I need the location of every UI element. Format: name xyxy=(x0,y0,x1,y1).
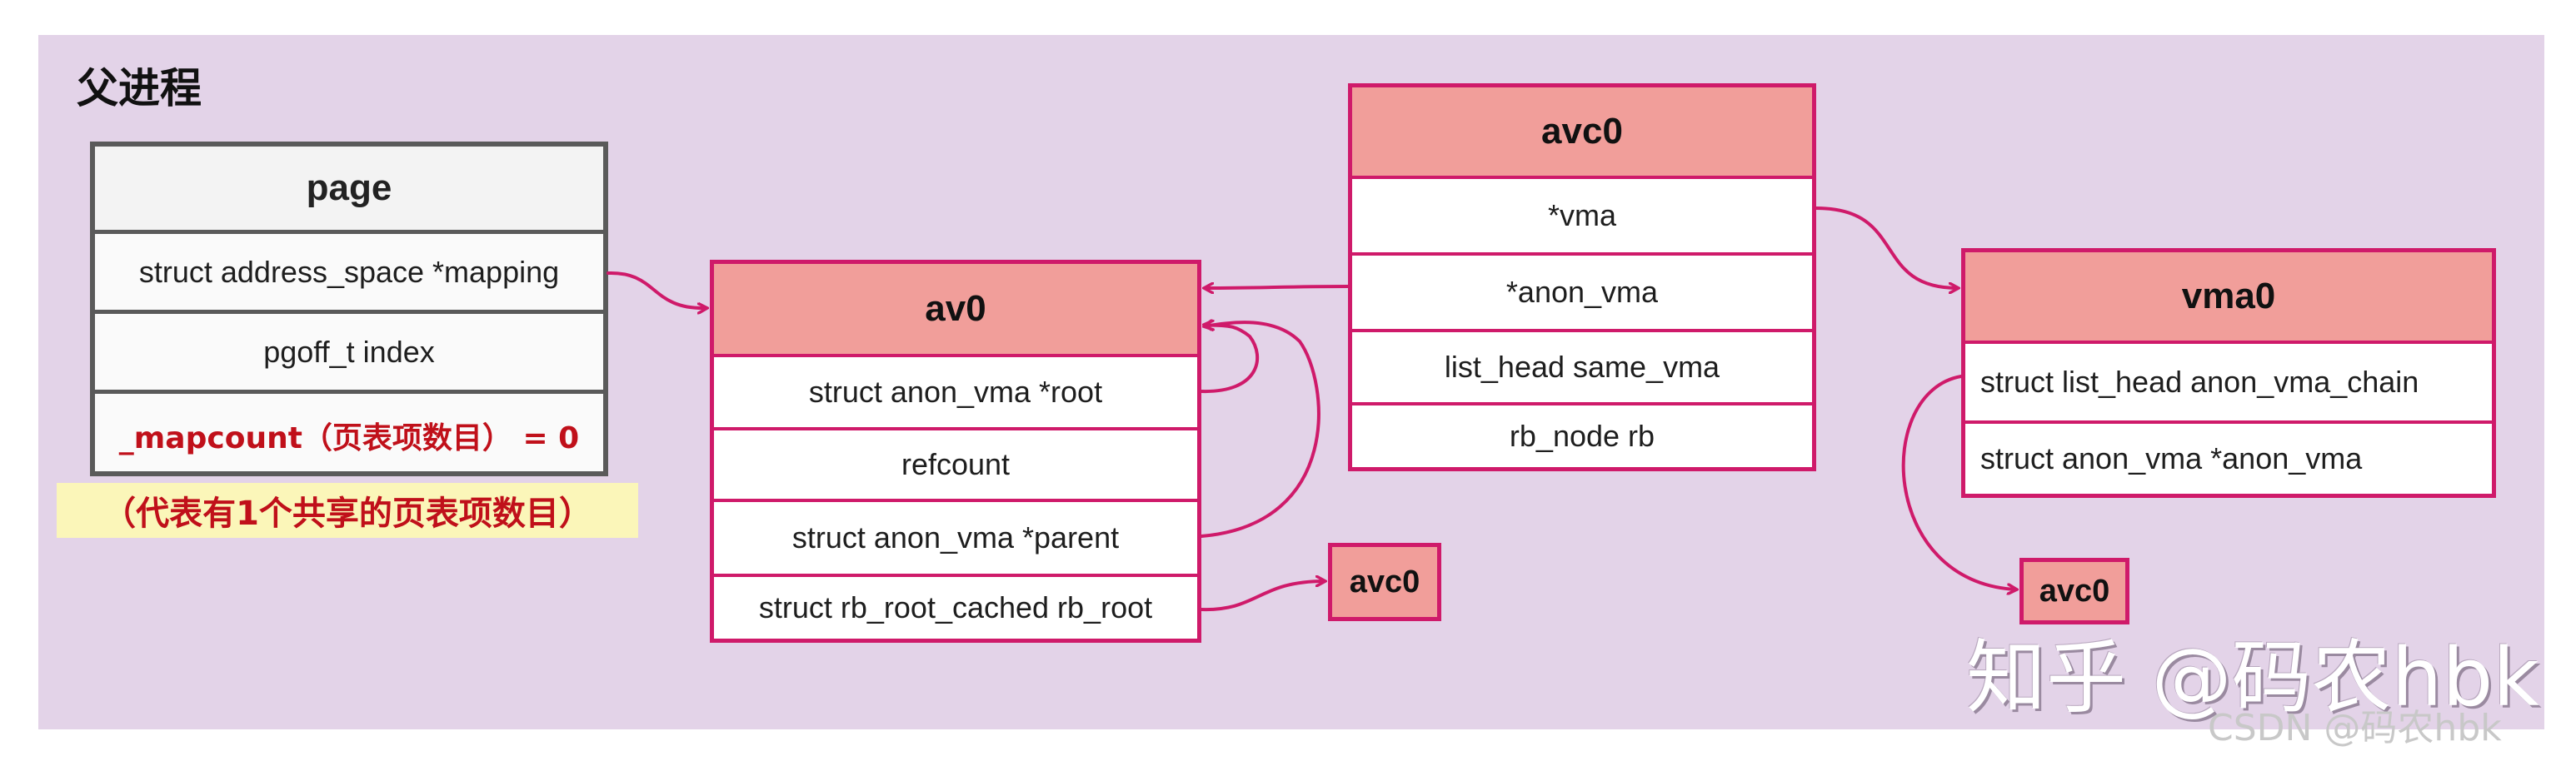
csdn-watermark: CSDN @码农hbk xyxy=(2208,707,2502,749)
page-struct-box: page struct address_space *mapping pgoff… xyxy=(90,142,608,476)
av0-row-refcount: refcount xyxy=(714,427,1197,499)
avc0-struct-box: avc0 *vma *anon_vma list_head same_vma r… xyxy=(1348,83,1816,471)
arrow-parent-to-av0 xyxy=(1200,322,1320,538)
vma0-header: vma0 xyxy=(1965,252,2492,341)
arrow-root-to-av0 xyxy=(1200,325,1260,394)
page-row-mapping: struct address_space *mapping xyxy=(95,230,603,310)
avc0-small-box-rbtree: avc0 xyxy=(1328,543,1441,621)
avc0-row-vma: *vma xyxy=(1352,176,1812,252)
av0-row-parent: struct anon_vma *parent xyxy=(714,499,1197,574)
av0-header: av0 xyxy=(714,264,1197,354)
arrow-anon-vma-to-av0 xyxy=(1205,286,1350,288)
vma0-row-anon-vma: struct anon_vma *anon_vma xyxy=(1965,420,2492,494)
av0-row-rbroot: struct rb_root_cached rb_root xyxy=(714,574,1197,639)
zhihu-watermark: 知乎 @码农hbk xyxy=(1966,631,2539,724)
mapcount-note: （代表有1个共享的页表项数目） xyxy=(57,483,638,538)
page-header: page xyxy=(95,147,603,230)
avc0-row-anon-vma: *anon_vma xyxy=(1352,252,1812,329)
arrow-rbroot-to-avc0 xyxy=(1200,581,1325,612)
avc0-row-rb: rb_node rb xyxy=(1352,402,1812,467)
avc0-header: avc0 xyxy=(1352,87,1812,176)
panel-title: 父进程 xyxy=(77,64,202,112)
arrow-vma-to-vma0 xyxy=(1815,206,1958,288)
page-row-mapcount: _mapcount（页表项数目） = 0 xyxy=(95,390,603,476)
av0-struct-box: av0 struct anon_vma *root refcount struc… xyxy=(710,260,1201,643)
arrow-chain-to-avc0 xyxy=(1901,375,2016,589)
avc0-small-box-chain: avc0 xyxy=(2019,558,2129,624)
av0-row-root: struct anon_vma *root xyxy=(714,354,1197,427)
vma0-struct-box: vma0 struct list_head anon_vma_chain str… xyxy=(1961,248,2496,498)
arrow-mapping-to-av0 xyxy=(607,271,706,308)
page-row-index: pgoff_t index xyxy=(95,310,603,390)
avc0-row-same-vma: list_head same_vma xyxy=(1352,329,1812,402)
vma0-row-anon-vma-chain: struct list_head anon_vma_chain xyxy=(1965,341,2492,420)
